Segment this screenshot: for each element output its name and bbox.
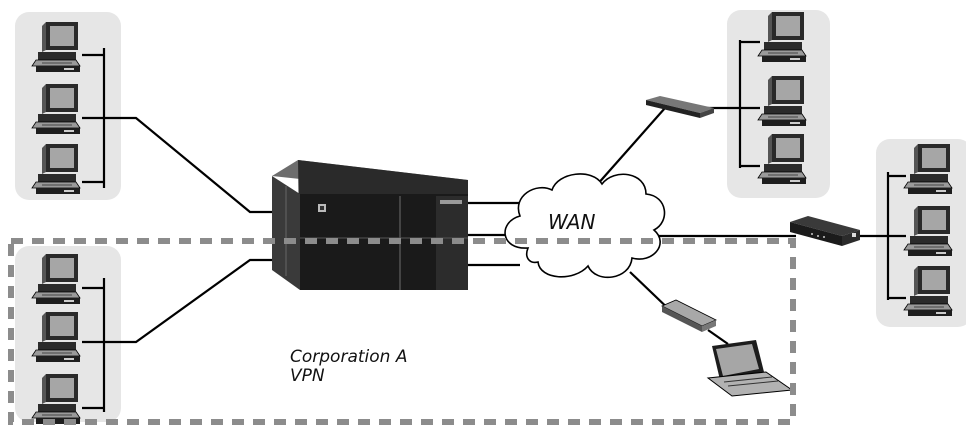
vpn-boundary: [8, 238, 796, 425]
vpn-label-line1: Corporation A: [290, 347, 407, 367]
modem-icon: [661, 299, 717, 332]
cloud-label: WAN: [548, 210, 595, 234]
router-icon: [646, 96, 714, 118]
server-rack-icon: [272, 160, 468, 290]
laptop-icon: [706, 340, 794, 397]
vpn-label-line2: VPN: [290, 366, 325, 386]
cloud-icon: [504, 173, 666, 279]
modem-icon: [790, 216, 860, 246]
lan-bus-bars: [82, 40, 906, 412]
